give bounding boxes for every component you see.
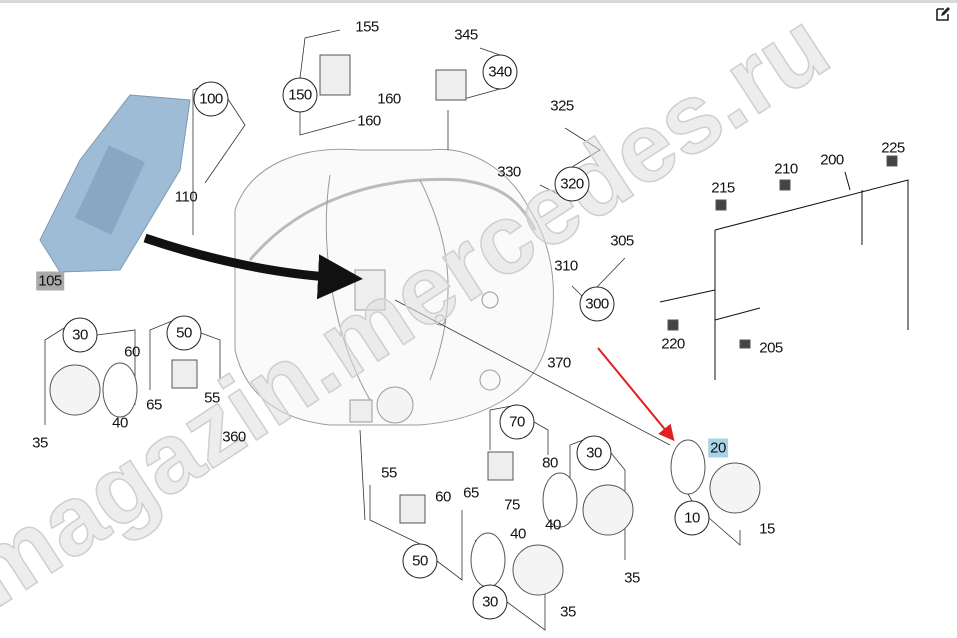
edit-icon[interactable] — [935, 6, 951, 22]
callout-70[interactable]: 70 — [499, 404, 535, 440]
callout-40[interactable]: 40 — [112, 414, 128, 432]
callout-55[interactable]: 55 — [381, 464, 397, 482]
callout-60[interactable]: 60 — [435, 488, 451, 506]
callout-310[interactable]: 310 — [554, 257, 578, 275]
callout-370[interactable]: 370 — [547, 354, 571, 372]
callout-345[interactable]: 345 — [454, 26, 478, 44]
callout-150[interactable]: 150 — [282, 77, 318, 113]
callout-340[interactable]: 340 — [482, 54, 518, 90]
callout-65[interactable]: 65 — [146, 396, 162, 414]
callout-50[interactable]: 50 — [402, 543, 438, 579]
callout-15[interactable]: 15 — [759, 520, 775, 538]
callout-30[interactable]: 30 — [576, 435, 612, 471]
callout-30[interactable]: 30 — [472, 584, 508, 620]
top-border — [0, 0, 957, 3]
callout-305[interactable]: 305 — [610, 232, 634, 250]
callout-60[interactable]: 60 — [124, 343, 140, 361]
callout-215[interactable]: 215 — [711, 179, 735, 197]
transmission-housing — [234, 148, 554, 426]
callout-210[interactable]: 210 — [774, 160, 798, 178]
callout-110[interactable]: 110 — [174, 188, 198, 206]
callout-30[interactable]: 30 — [62, 317, 98, 353]
callout-40[interactable]: 40 — [510, 525, 526, 543]
callout-200[interactable]: 200 — [820, 151, 844, 169]
callout-105-highlighted[interactable]: 105 — [36, 271, 64, 291]
callout-160[interactable]: 160 — [377, 90, 401, 108]
callout-100[interactable]: 100 — [193, 81, 229, 117]
sheet-200 — [659, 171, 909, 380]
callout-35[interactable]: 35 — [560, 603, 576, 621]
callout-155[interactable]: 155 — [355, 18, 379, 36]
callout-35[interactable]: 35 — [32, 434, 48, 452]
callout-325[interactable]: 325 — [550, 97, 574, 115]
callout-205[interactable]: 205 — [759, 339, 783, 357]
callout-55[interactable]: 55 — [204, 389, 220, 407]
callout-225[interactable]: 225 — [881, 139, 905, 157]
callout-50[interactable]: 50 — [166, 315, 202, 351]
callout-160[interactable]: 160 — [357, 112, 381, 130]
callout-330[interactable]: 330 — [497, 163, 521, 181]
red-arrow — [597, 347, 675, 442]
callout-75[interactable]: 75 — [504, 496, 520, 514]
leader-lines — [44, 29, 741, 631]
callout-20-selected[interactable]: 20 — [708, 438, 728, 458]
callout-10[interactable]: 10 — [674, 500, 710, 536]
callout-220[interactable]: 220 — [661, 335, 685, 353]
misc-parts — [49, 54, 898, 596]
callout-80[interactable]: 80 — [542, 454, 558, 472]
callout-65[interactable]: 65 — [463, 484, 479, 502]
callout-320[interactable]: 320 — [554, 166, 590, 202]
callout-40[interactable]: 40 — [545, 516, 561, 534]
callout-360[interactable]: 360 — [222, 428, 246, 446]
callout-300[interactable]: 300 — [579, 286, 615, 322]
black-arrow — [143, 233, 363, 300]
callout-35[interactable]: 35 — [624, 569, 640, 587]
